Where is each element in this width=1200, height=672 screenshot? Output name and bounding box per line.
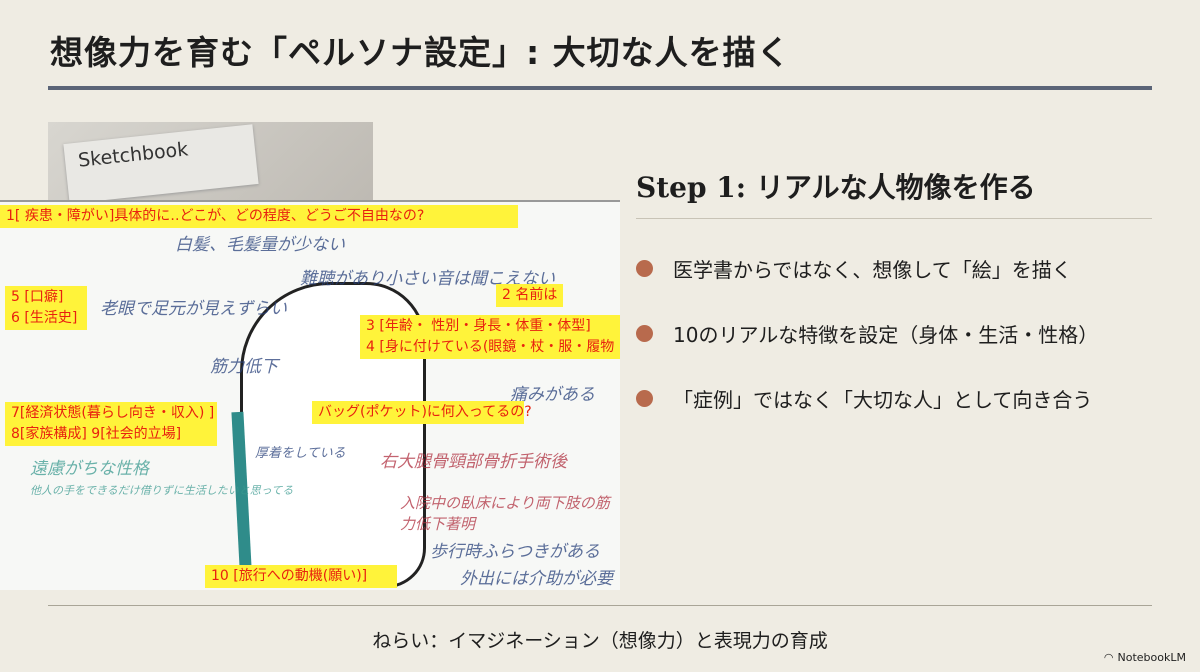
persona-tag-3: 3 [年齢・ 性別・身長・体重・体型]: [360, 315, 620, 338]
handwriting: 痛みがある: [510, 385, 595, 405]
persona-tag-10: 10 [旅行への動機(願い)]: [205, 565, 397, 588]
step-divider: [636, 218, 1152, 219]
bullet-item: 医学書からではなく、想像して「絵」を描く: [636, 254, 1072, 283]
bullet-text: 「症例」ではなく「大切な人」として向き合う: [673, 388, 1093, 412]
handwriting: 入院中の臥床により両下肢の筋力低下著明: [400, 494, 610, 533]
footer-aim: ねらい：イマジネーション（想像力）と表現力の育成: [372, 630, 828, 652]
handwriting: 右大腿骨頸部骨折手術後: [380, 452, 567, 472]
bullet-dot-icon: [636, 390, 653, 407]
bullet-dot-icon: [636, 260, 653, 277]
persona-tag-1: 1[ 疾患・障がい]具体的に‥どこが、どの程度、どうご不自由なの?: [0, 205, 518, 228]
bullet-dot-icon: [636, 325, 653, 342]
persona-tag-2: 2 名前は: [496, 284, 563, 307]
persona-tag-4: 4 [身に付けている(眼鏡・杖・服・履物: [360, 336, 620, 359]
persona-tag-bag: バッグ(ポケット)に何入ってるの?: [312, 401, 532, 424]
persona-tag-6: 6 [生活史]: [5, 307, 87, 330]
handwriting: 難聴があり小さい音は聞こえない: [300, 269, 555, 289]
bullet-item: 10のリアルな特徴を設定（身体・生活・性格）: [636, 319, 1098, 348]
handwriting: 白髪、毛髪量が少ない: [175, 235, 345, 255]
sketchbook-photo: Sketchbook: [48, 122, 373, 212]
bullet-item: 「症例」ではなく「大切な人」として向き合う: [636, 384, 1092, 413]
handwriting: 厚着をしている: [255, 446, 346, 461]
handwriting: 他人の手をできるだけ借りずに生活したいと思ってる: [30, 484, 294, 497]
step-heading: Step 1: リアルな人物像を作る: [636, 171, 1036, 204]
handwriting: 筋力低下: [210, 357, 278, 377]
title-divider: [48, 86, 1152, 90]
slide-title: 想像力を育む「ペルソナ設定」: 大切な人を描く: [50, 33, 791, 72]
logo-text: NotebookLM: [1117, 651, 1186, 664]
bullet-text: 10のリアルな特徴を設定（身体・生活・性格）: [673, 323, 1099, 347]
footer-divider: [48, 605, 1152, 606]
persona-tag-5: 5 [口癖]: [5, 286, 87, 309]
persona-tag-7: 7[経済状態(暮らし向き・収入) ]: [5, 402, 217, 425]
notebooklm-logo: ◠NotebookLM: [1104, 651, 1186, 664]
notebooklm-icon: ◠: [1103, 651, 1114, 664]
handwriting: 歩行時ふらつきがある: [430, 542, 600, 562]
handwriting: 遠慮がちな性格: [30, 459, 149, 479]
persona-tag-8-9: 8[家族構成] 9[社会的立場]: [5, 423, 217, 446]
handwriting: 外出には介助が必要: [460, 569, 613, 589]
handwriting: 老眼で足元が見えずらい: [100, 299, 287, 319]
bullet-text: 医学書からではなく、想像して「絵」を描く: [673, 258, 1072, 282]
persona-sketch-image: 白髪、毛髪量が少ない 難聴があり小さい音は聞こえない 老眼で足元が見えずらい 筋…: [0, 200, 620, 590]
